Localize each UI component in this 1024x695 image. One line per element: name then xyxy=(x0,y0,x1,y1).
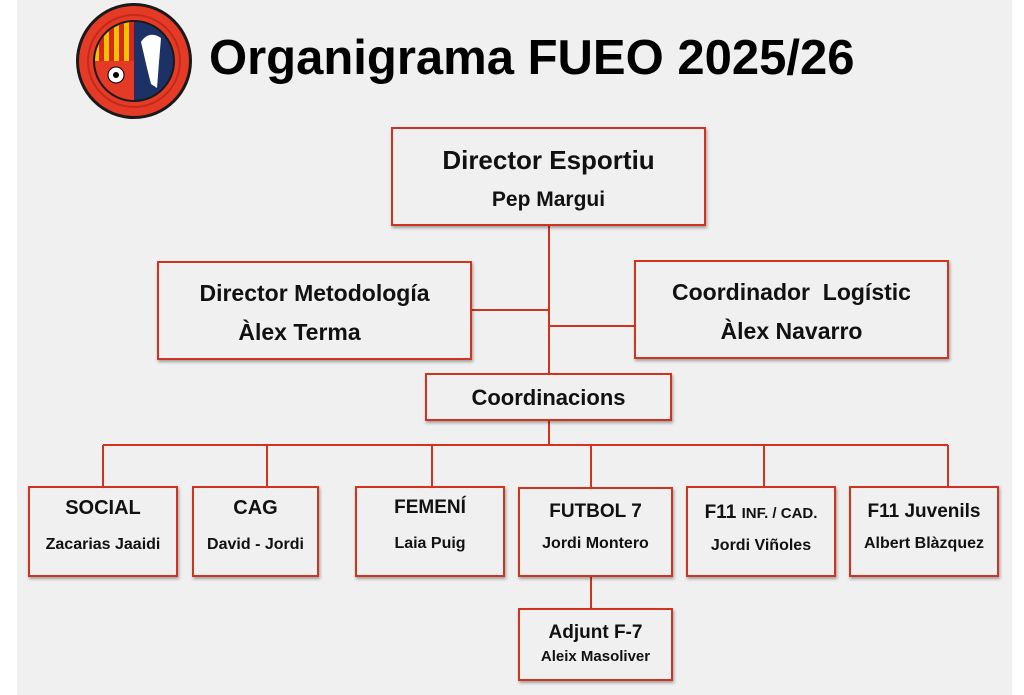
director-esportiu-box: Director Esportiu Pep Margui xyxy=(391,127,706,226)
area-social-box: SOCIAL Zacarias Jaaidi xyxy=(28,486,178,577)
person-name: Albert Blàzquez xyxy=(863,535,984,552)
label: Coordinacions xyxy=(471,385,626,410)
person-name: Aleix Masoliver xyxy=(540,648,651,665)
page-title: Organigrama FUEO 2025/26 xyxy=(209,31,855,85)
director-metodologia-box: Director Metodología Àlex Terma xyxy=(157,261,472,360)
role: SOCIAL xyxy=(65,497,141,519)
area-cag-box: CAG David - Jordi xyxy=(192,486,319,577)
person-name: Jordi Viñoles xyxy=(710,537,812,554)
role: F11 INF. / CAD. xyxy=(688,502,834,524)
role: CAG xyxy=(233,497,278,519)
area-futbol7-box: FUTBOL 7 Jordi Montero xyxy=(518,487,673,577)
adjunt-f7-box: Adjunt F-7 Aleix Masoliver xyxy=(518,608,673,681)
role-sub: INF. / CAD. xyxy=(741,505,818,522)
person-name: David - Jordi xyxy=(207,536,304,553)
role: Director Metodología xyxy=(199,280,430,306)
person-name: Zacarias Jaaidi xyxy=(45,536,161,553)
person-name: Laia Puig xyxy=(394,535,466,552)
role: Director Esportiu xyxy=(442,145,655,175)
role: FUTBOL 7 xyxy=(549,501,642,522)
role: Coordinador Logístic xyxy=(672,279,911,305)
role-main: F11 xyxy=(704,502,737,523)
person-name: Jordi Montero xyxy=(542,535,649,552)
coordinador-logistic-box: Coordinador Logístic Àlex Navarro xyxy=(634,260,949,359)
coordinacions-box: Coordinacions xyxy=(425,373,672,421)
role: Adjunt F-7 xyxy=(548,622,643,643)
role: FEMENÍ xyxy=(394,497,466,518)
area-f11-inf-cad-box: F11 INF. / CAD. Jordi Viñoles xyxy=(686,486,836,577)
person-name: Àlex Terma xyxy=(238,319,361,345)
person-name: Pep Margui xyxy=(491,188,606,211)
role: F11 Juvenils xyxy=(867,501,981,522)
club-logo xyxy=(76,3,192,119)
area-f11-juvenils-box: F11 Juvenils Albert Blàzquez xyxy=(849,486,999,577)
area-femeni-box: FEMENÍ Laia Puig xyxy=(355,486,505,577)
person-name: Àlex Navarro xyxy=(720,318,863,344)
